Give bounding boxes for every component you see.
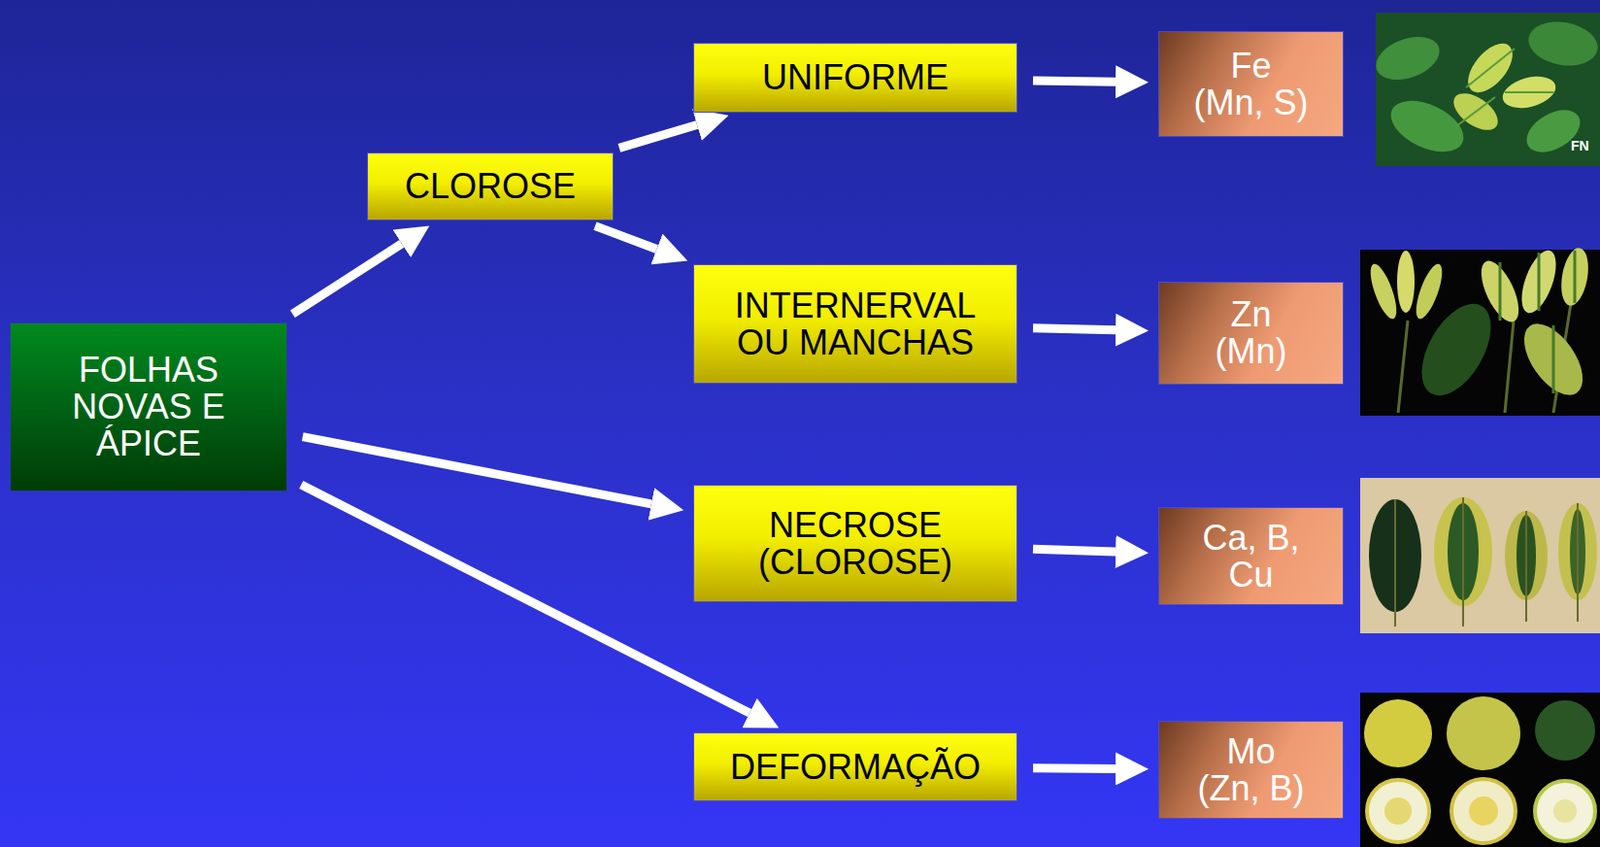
cut-fruit: [1534, 780, 1596, 841]
leaf-vein: [1456, 48, 1554, 127]
arrow: [619, 125, 698, 149]
arrow: [1033, 548, 1116, 552]
mottled-leaf: [1410, 261, 1447, 323]
box-text: CLOROSE: [404, 167, 576, 205]
box-text: INTERNERVAL OU MANCHAS: [714, 287, 997, 362]
fruit: [1534, 700, 1596, 761]
box-text: FOLHAS NOVAS E ÁPICE: [41, 351, 256, 462]
box-text: NECROSE (CLOROSE): [709, 506, 1001, 581]
fruit-core: [1384, 797, 1412, 825]
mottled-leaf: [1397, 250, 1415, 313]
arrow: [1033, 763, 1116, 773]
box-text: Fe (Mn, S): [1192, 47, 1310, 122]
arrow: [292, 243, 401, 314]
nutrient-box: Ca, B, Cu: [1158, 506, 1344, 605]
symptom-box: DEFORMAÇÃO: [693, 732, 1018, 801]
photo-ground: [1360, 477, 1600, 634]
fruit: [1446, 696, 1521, 770]
box-text: UNIFORME: [762, 59, 949, 97]
cut-fruit: [1451, 778, 1516, 843]
leaf-stalk: [1395, 497, 1578, 627]
arrow: [302, 436, 652, 504]
box-text: Zn (Mn): [1202, 296, 1300, 370]
arrow: [1033, 328, 1116, 331]
cut-fruit: [1366, 779, 1430, 842]
fruit: [1364, 699, 1433, 767]
arrow: [1033, 80, 1116, 82]
watermark: FN: [1570, 137, 1590, 154]
fruit-photo: [1360, 692, 1600, 847]
box-text: DEFORMAÇÃO: [730, 748, 981, 786]
symptom-box: CLOROSE: [366, 152, 614, 221]
fruit-core: [1468, 796, 1499, 826]
symptom-box: NECROSE (CLOROSE): [693, 484, 1018, 602]
arrow: [300, 484, 750, 713]
leaf-vein: [1500, 250, 1575, 394]
symptom-box: UNIFORME: [693, 42, 1018, 113]
leaf-photo: [1360, 477, 1600, 634]
green-leaf: [1407, 292, 1505, 407]
leaf-photo: [1369, 12, 1600, 167]
nutrient-box: Fe (Mn, S): [1158, 31, 1344, 137]
box-text: Mo (Zn, B): [1195, 733, 1308, 807]
nutrient-box: Zn (Mn): [1158, 281, 1344, 385]
photo-ground: [1360, 692, 1600, 847]
fruit-core: [1553, 799, 1577, 823]
start-box: FOLHAS NOVAS E ÁPICE: [9, 322, 288, 492]
mottled-leaf: [1365, 261, 1401, 323]
arrow: [595, 226, 657, 250]
nutrient-box: Mo (Zn, B): [1158, 720, 1344, 819]
green-leaf: [1369, 29, 1446, 89]
symptom-box: INTERNERVAL OU MANCHAS: [693, 264, 1018, 384]
box-text: Ca, B, Cu: [1188, 519, 1315, 594]
leaf-photo: [1360, 245, 1600, 416]
green-leaf: [1525, 16, 1600, 71]
